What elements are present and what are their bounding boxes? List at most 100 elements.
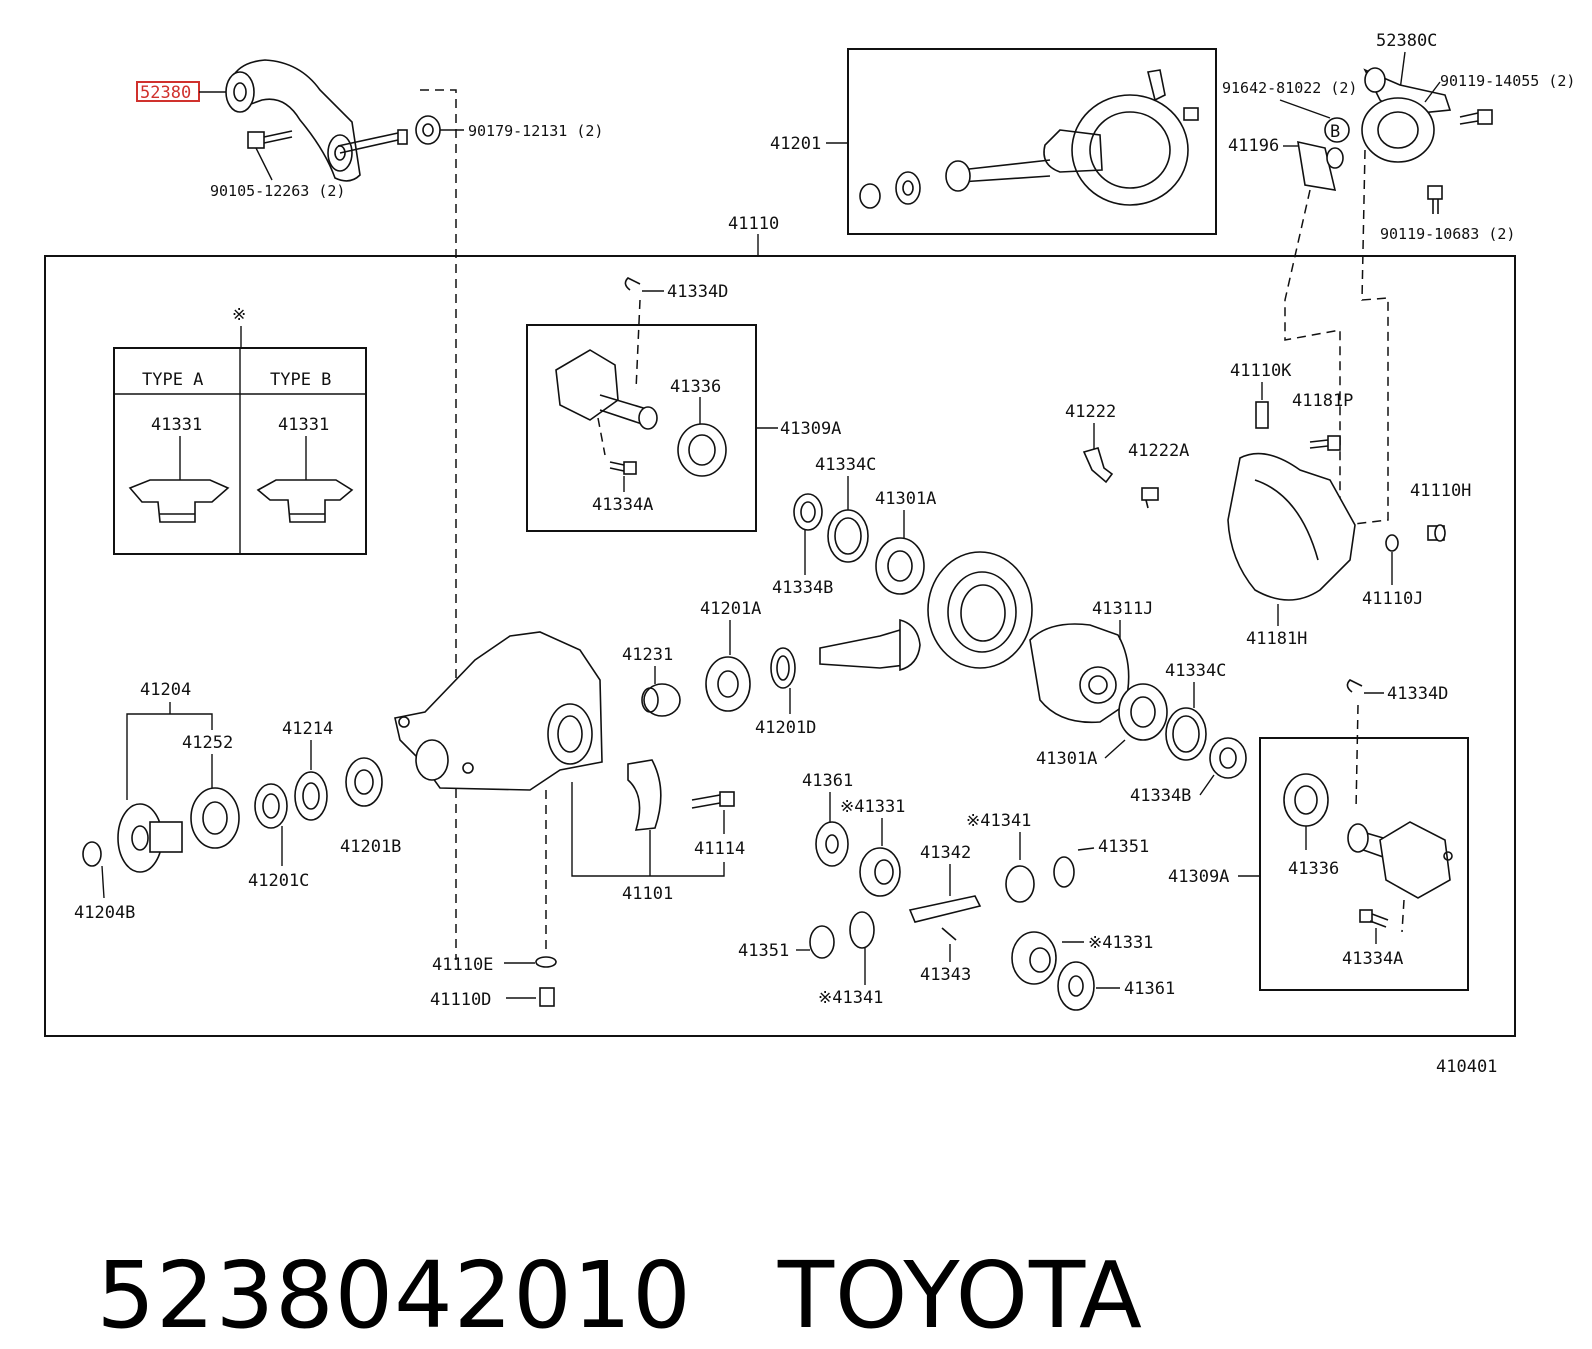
label-41181p: 41181P xyxy=(1292,391,1353,411)
label-41351-right: 41351 xyxy=(1098,837,1149,857)
label-41361-top: 41361 xyxy=(802,771,853,791)
label-41334b-top: 41334B xyxy=(772,578,833,598)
label-41351-left: 41351 xyxy=(738,941,789,961)
shim-41334c-top xyxy=(827,509,869,563)
side-gear-41331-bot xyxy=(1011,931,1057,985)
kit-box-41201 xyxy=(847,48,1217,235)
ring-gear-and-pinion xyxy=(859,69,1199,209)
side-gear-type-a xyxy=(128,479,230,523)
ref-mark: ※ xyxy=(232,305,246,325)
label-41331-diff: ※41331 xyxy=(840,797,905,817)
oil-seal-41252 xyxy=(190,787,240,849)
label-41231: 41231 xyxy=(622,645,673,665)
oil-seal-41336-bot xyxy=(1283,773,1329,827)
label-91642-81022: 91642-81022 (2) xyxy=(1222,79,1357,97)
oil-seal-41336-top xyxy=(677,423,727,477)
nut-41204b xyxy=(82,841,102,867)
thrust-washer-41351-right xyxy=(1053,856,1075,888)
label-90119-14055: 90119-14055 (2) xyxy=(1440,72,1575,90)
label-90179-12131: 90179-12131 (2) xyxy=(468,122,603,140)
label-41201: 41201 xyxy=(770,134,821,154)
label-41204b: 41204B xyxy=(74,903,135,923)
plug-41110d xyxy=(539,987,555,1007)
label-41214: 41214 xyxy=(282,719,333,739)
sensor-41222 xyxy=(1082,447,1114,484)
label-90105-12263: 90105-12263 (2) xyxy=(210,182,345,200)
label-41301a-top: 41301A xyxy=(875,489,936,509)
thrust-washer-41351-left xyxy=(809,925,835,959)
part-number: 5238042010 xyxy=(96,1242,692,1349)
label-41341-bot: ※41341 xyxy=(818,988,883,1008)
label-90119-10683: 90119-10683 (2) xyxy=(1380,225,1515,243)
nut-90179 xyxy=(415,115,441,145)
label-41204: 41204 xyxy=(140,680,191,700)
label-41331-type-a: 41331 xyxy=(151,415,202,435)
side-flange-41309a-top xyxy=(555,349,658,430)
label-41196: 41196 xyxy=(1228,136,1279,156)
label-41334a-bot: 41334A xyxy=(1342,949,1403,969)
cover-plate-41196 xyxy=(1297,140,1344,191)
bolt-41334a-top xyxy=(609,461,637,475)
parts-diagram: 52380 90179-12131 (2) 90105-12263 (2) 41… xyxy=(44,31,1575,1077)
label-41334a-top: 41334A xyxy=(592,495,653,515)
support-member-52380 xyxy=(225,59,408,182)
bearing-cap-41101 xyxy=(627,759,662,831)
label-41309a-bot: 41309A xyxy=(1168,867,1229,887)
label-41110: 41110 xyxy=(728,214,779,234)
oil-seal-41334b-mid xyxy=(1209,737,1247,779)
label-41181h: 41181H xyxy=(1246,629,1307,649)
label-41361-bot: 41361 xyxy=(1124,979,1175,999)
label-41342: 41342 xyxy=(920,843,971,863)
bearing-41301a-top xyxy=(875,537,925,595)
part-caption: 5238042010 TOYOTA xyxy=(36,1135,1143,1349)
bolt-90119-14055 xyxy=(1459,109,1493,125)
label-41336-top: 41336 xyxy=(670,377,721,397)
label-41301a-mid: 41301A xyxy=(1036,749,1097,769)
label-41222: 41222 xyxy=(1065,402,1116,422)
type-b-header: TYPE B xyxy=(270,370,331,390)
label-41201a: 41201A xyxy=(700,599,761,619)
type-table xyxy=(113,347,367,555)
kit-box-41309a-bot xyxy=(1259,737,1469,991)
label-41201b: 41201B xyxy=(340,837,401,857)
thrust-washer-41361-bot xyxy=(1057,961,1095,1011)
label-41334d-bot: 41334D xyxy=(1387,684,1448,704)
label-b: B xyxy=(1330,122,1340,142)
label-41101: 41101 xyxy=(622,884,673,904)
label-52380c: 52380C xyxy=(1376,31,1437,51)
plug-41110h xyxy=(1427,524,1446,542)
bolt-41181p xyxy=(1309,435,1341,451)
clip-41334d-bot xyxy=(1346,679,1363,693)
bearing-41201a xyxy=(705,656,751,712)
shim-41334c-mid xyxy=(1165,707,1207,761)
figure-number: 410401 xyxy=(1436,1057,1497,1077)
gasket-41110j xyxy=(1385,534,1399,552)
bolt-90105 xyxy=(247,130,293,149)
label-41334c-top: 41334C xyxy=(815,455,876,475)
clip-41334d-top xyxy=(624,277,641,291)
pinion-shaft-41342 xyxy=(908,895,982,923)
thrust-washer-41361-top xyxy=(815,821,849,867)
bearing-41301a-mid xyxy=(1118,683,1168,741)
label-41114: 41114 xyxy=(694,839,745,859)
side-gear-41331-top xyxy=(859,847,901,897)
differential-case-41311j xyxy=(1029,623,1130,724)
bearing-41201b xyxy=(345,757,383,807)
spacer-41231 xyxy=(641,683,681,717)
washer-41214 xyxy=(294,771,328,821)
label-41110h: 41110H xyxy=(1410,481,1471,501)
label-41334b-mid: 41334B xyxy=(1130,786,1191,806)
label-41110e: 41110E xyxy=(432,955,493,975)
bolt-90119-10683 xyxy=(1427,185,1443,214)
label-41331-bot: ※41331 xyxy=(1088,933,1153,953)
type-a-header: TYPE A xyxy=(142,370,203,390)
center-support-52380c xyxy=(1361,67,1452,163)
pinion-gear-41341-bot xyxy=(849,911,875,949)
carrier-cover-41181h xyxy=(1227,452,1356,601)
brand-name: TOYOTA xyxy=(777,1242,1143,1349)
spacer-41201c xyxy=(254,783,288,829)
label-41110d: 41110D xyxy=(430,990,491,1010)
breather-41110k xyxy=(1255,401,1269,429)
side-gear-type-b xyxy=(256,479,354,523)
oil-seal-41334b-top xyxy=(793,493,823,531)
